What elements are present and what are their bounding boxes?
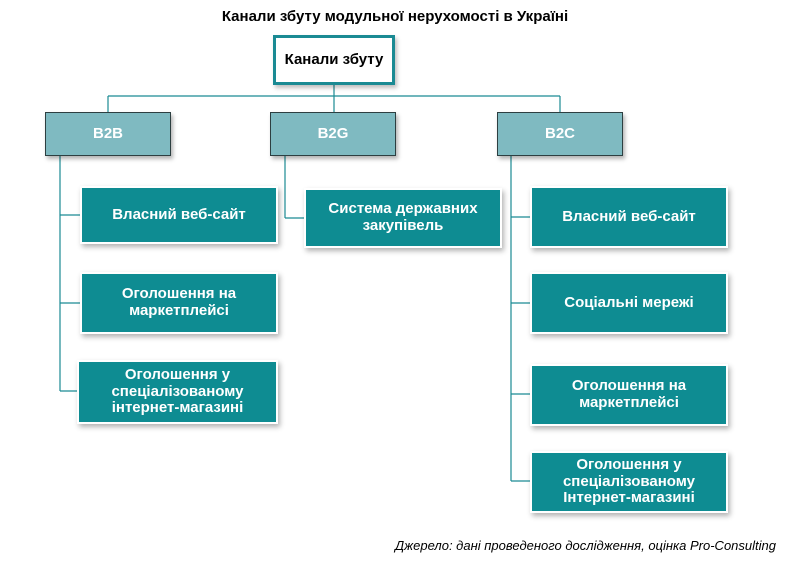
root-node: Канали збуту xyxy=(273,35,395,85)
b2b-node: B2B xyxy=(45,112,171,156)
b2b-item-marketplace: Оголошення на маркетплейсі xyxy=(80,272,278,334)
b2g-node: B2G xyxy=(270,112,396,156)
b2c-item-social-networks: Соціальні мережі xyxy=(530,272,728,334)
source-note: Джерело: дані проведеного дослідження, о… xyxy=(395,538,776,553)
b2g-item-public-procurement: Система державних закупівель xyxy=(304,188,502,248)
b2c-item-online-store: Оголошення у спеціалізованому Інтернет-м… xyxy=(530,451,728,513)
b2c-node: B2C xyxy=(497,112,623,156)
b2c-item-marketplace: Оголошення на маркетплейсі xyxy=(530,364,728,426)
diagram-title: Канали збуту модульної нерухомості в Укр… xyxy=(221,8,569,25)
b2b-item-online-store: Оголошення у спеціалізованому інтернет-м… xyxy=(77,360,278,424)
b2b-item-own-website: Власний веб-сайт xyxy=(80,186,278,244)
b2c-item-own-website: Власний веб-сайт xyxy=(530,186,728,248)
